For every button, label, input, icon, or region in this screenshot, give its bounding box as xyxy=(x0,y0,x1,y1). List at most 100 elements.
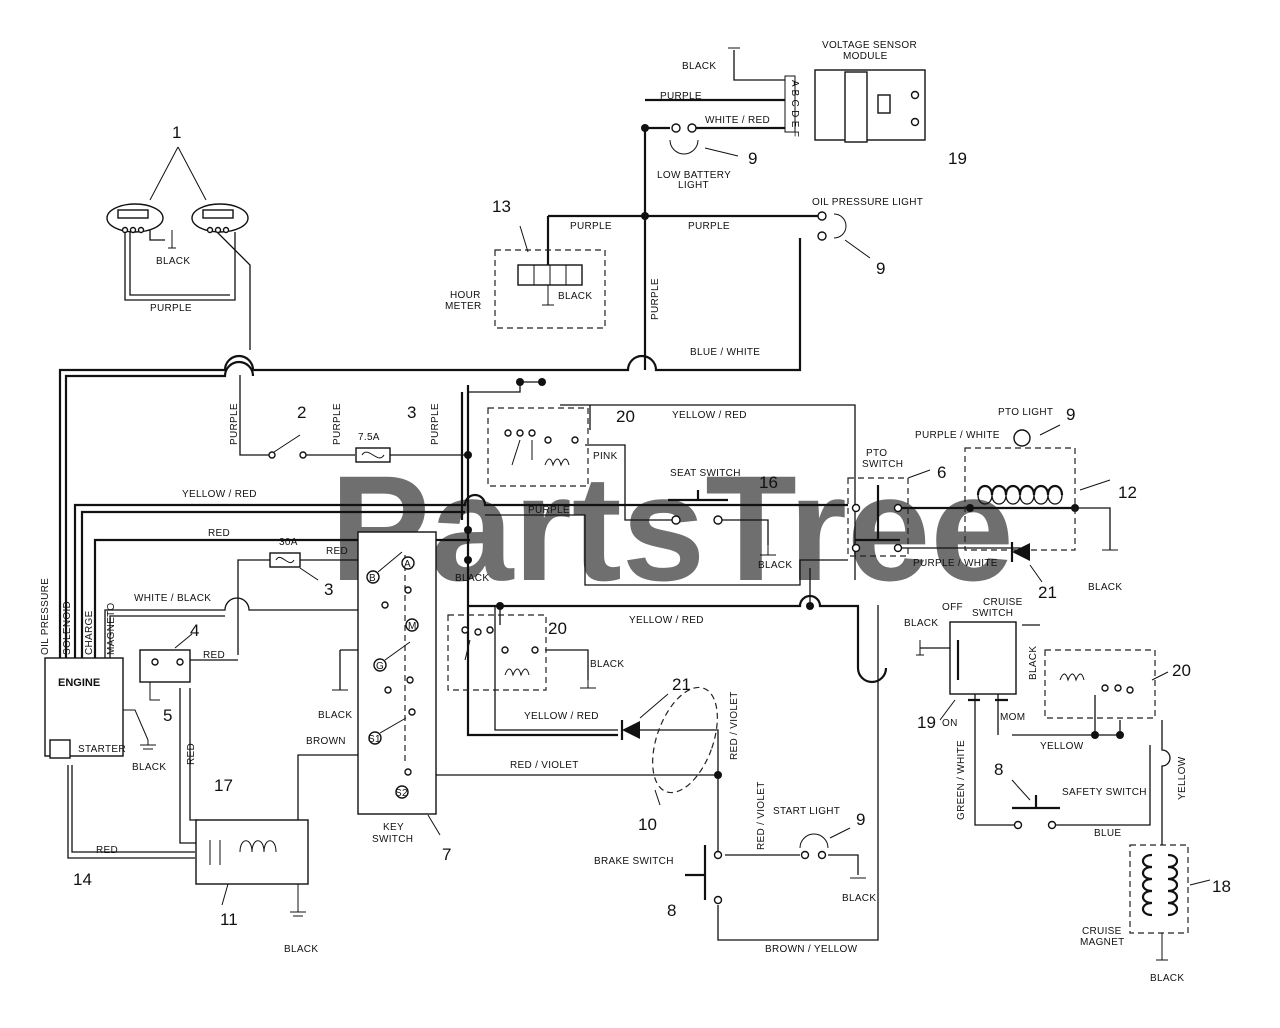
safety-switch xyxy=(1011,779,1060,830)
callout: 4 xyxy=(190,621,199,640)
label-engine-charge: CHARGE xyxy=(84,610,95,655)
callout: 9 xyxy=(876,259,885,278)
start-light xyxy=(799,827,851,860)
wire-label: PURPLE xyxy=(660,91,702,102)
wire-label: RED xyxy=(326,546,348,557)
label-key-m: M xyxy=(408,621,417,632)
callout: 3 xyxy=(324,580,333,599)
component-labels: VOLTAGE SENSOR MODULE LOW BATTERY LIGHT … xyxy=(40,40,1147,948)
wire-label: GREEN / WHITE xyxy=(956,740,967,820)
wire-label: BLACK xyxy=(758,560,792,571)
wire-label: BLACK xyxy=(284,944,318,955)
wire-label: RED xyxy=(186,743,197,765)
callout-numbers: 1 2 3 3 4 5 6 7 8 8 9 9 9 9 10 11 12 13 … xyxy=(73,123,1231,929)
callout: 6 xyxy=(937,463,946,482)
relay-right xyxy=(1044,649,1169,719)
wire-label: PURPLE xyxy=(528,505,570,516)
label-pto-light: PTO LIGHT xyxy=(998,407,1053,418)
relay-top xyxy=(487,407,589,487)
wire-label: RED / VIOLET xyxy=(510,760,579,771)
wire-label: BLACK xyxy=(318,710,352,721)
label-seat-switch: SEAT SWITCH xyxy=(670,468,741,479)
wire-label: PURPLE xyxy=(229,403,240,445)
label-engine-solenoid: SOLENOID xyxy=(62,601,73,655)
label-pto-switch-1: PTO xyxy=(866,448,887,459)
fuse-7-5a xyxy=(355,447,391,463)
label-fuse-30a: 30A xyxy=(279,537,298,548)
wire-label: RED xyxy=(96,845,118,856)
wire-label: YELLOW / RED xyxy=(672,410,747,421)
label-cruise-on: ON xyxy=(942,718,958,729)
callout: 21 xyxy=(1038,583,1057,602)
harness-10 xyxy=(652,686,718,806)
wire-label: PURPLE xyxy=(650,278,661,320)
wire-junctions xyxy=(464,124,1124,779)
switch-2 xyxy=(268,434,307,459)
label-low-battery-1: LOW BATTERY xyxy=(657,170,731,181)
oil-pressure-light xyxy=(817,211,871,259)
label-cruise-magnet-1: CRUISE xyxy=(1082,926,1122,937)
hour-meter xyxy=(494,225,606,329)
cruise-switch xyxy=(916,621,1017,721)
callout: 5 xyxy=(163,706,172,725)
label-start-light: START LIGHT xyxy=(773,806,840,817)
wire-label: YELLOW xyxy=(1177,756,1188,800)
callout: 9 xyxy=(748,149,757,168)
wire-label: RED / VIOLET xyxy=(756,781,767,850)
callout: 21 xyxy=(672,675,691,694)
wire-label: BLACK xyxy=(1028,646,1039,680)
headlights xyxy=(106,146,249,249)
wire-label: PURPLE xyxy=(688,221,730,232)
label-low-battery-2: LIGHT xyxy=(678,180,709,191)
wire-label: BLACK xyxy=(132,762,166,773)
label-sensor-pins: A B C D E F xyxy=(789,80,800,137)
callout: 19 xyxy=(948,149,967,168)
wire-label: PURPLE xyxy=(150,303,192,314)
label-key-s2: S2 xyxy=(395,788,408,799)
ground-symbols xyxy=(332,47,1118,879)
wire-label: PURPLE / WHITE xyxy=(913,558,998,569)
relay-middle xyxy=(447,614,547,691)
label-cruise-mom: MOM xyxy=(1000,712,1025,723)
callout: 20 xyxy=(548,619,567,638)
fuse-30a xyxy=(269,552,319,581)
wire-label: BLACK xyxy=(455,573,489,584)
callout: 16 xyxy=(759,473,778,492)
label-key-switch-2: SWITCH xyxy=(372,834,413,845)
wire-label: WHITE / BLACK xyxy=(134,593,211,604)
wire-label: PINK xyxy=(593,451,618,462)
wire-label: BLACK xyxy=(842,893,876,904)
label-key-switch-1: KEY xyxy=(383,822,404,833)
label-starter: STARTER xyxy=(78,744,126,755)
label-cruise-magnet-2: MAGNET xyxy=(1080,937,1125,948)
wire-label: BROWN xyxy=(306,736,346,747)
wire-label: BLACK xyxy=(156,256,190,267)
starter-solenoid xyxy=(139,633,193,701)
wire-label: YELLOW / RED xyxy=(182,489,257,500)
watermark: PartsTree xyxy=(330,444,1014,612)
callout: 2 xyxy=(297,403,306,422)
wire-label: WHITE / RED xyxy=(705,115,770,126)
callout: 1 xyxy=(172,123,181,142)
voltage-sensor-module xyxy=(784,69,926,143)
label-fuse-7-5a: 7.5A xyxy=(358,432,380,443)
callout: 17 xyxy=(214,776,233,795)
callout: 20 xyxy=(1172,661,1191,680)
callout: 7 xyxy=(442,845,451,864)
wire-label: BLUE / WHITE xyxy=(690,347,760,358)
callout: 18 xyxy=(1212,877,1231,896)
callout: 19 xyxy=(917,713,936,732)
label-voltage-sensor-1: VOLTAGE SENSOR xyxy=(822,40,917,51)
pto-clutch-coil xyxy=(964,424,1111,551)
callout: 3 xyxy=(407,403,416,422)
wire-label: PURPLE / WHITE xyxy=(915,430,1000,441)
wire-label: YELLOW xyxy=(1040,741,1084,752)
wire-label: BLACK xyxy=(904,618,938,629)
label-key-b: B xyxy=(369,573,376,584)
callout: 10 xyxy=(638,815,657,834)
wire-label: BLACK xyxy=(558,291,592,302)
wire-label: RED xyxy=(208,528,230,539)
callout: 20 xyxy=(616,407,635,426)
wire-label: PURPLE xyxy=(570,221,612,232)
